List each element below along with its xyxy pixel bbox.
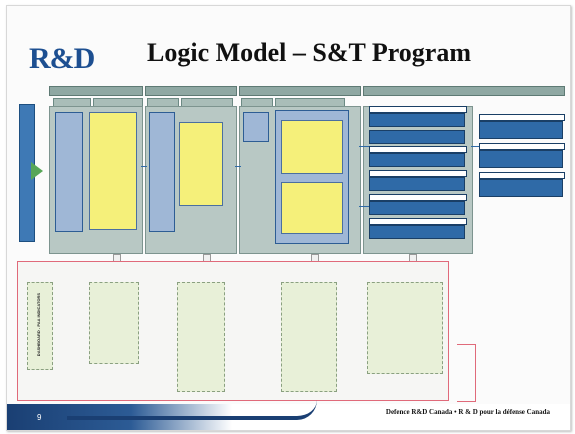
- column-header-outcomes: [363, 86, 565, 96]
- indicator-box-1: [89, 282, 139, 364]
- execution-outputs-box: [179, 122, 223, 206]
- logo-text: R&D: [29, 42, 95, 75]
- final-outcome-head-2: [479, 143, 565, 150]
- outcome-head-3: [369, 170, 467, 177]
- inputs-arrow: [31, 162, 43, 180]
- slide: R&D Logic Model – S&T Program: [6, 5, 571, 431]
- final-outcome-head-1: [479, 114, 565, 121]
- program-management-box: [55, 112, 83, 232]
- governance-outputs-box: [89, 112, 137, 230]
- execution-activity-box: [149, 112, 175, 232]
- security-outputs-box: [281, 182, 343, 234]
- column-header-execution: [145, 86, 237, 96]
- outcome-box-2: [369, 130, 465, 144]
- dashboard-bracket: [457, 344, 476, 402]
- column-header-mechanism: [239, 86, 361, 96]
- dashboard-label: DASHBOARD - PAA INDICATORS: [36, 293, 41, 357]
- column-header-governance: [49, 86, 143, 96]
- mechanism-activity-box: [243, 112, 269, 142]
- final-outcome-head-3: [479, 172, 565, 179]
- outcome-head-5: [369, 218, 467, 225]
- dashboard-label-box: DASHBOARD - PAA INDICATORS: [27, 282, 53, 370]
- outcome-box-3: [369, 153, 465, 167]
- indicator-box-3: [281, 282, 337, 392]
- outcome-box-1: [369, 113, 465, 127]
- connector-4: [359, 206, 369, 207]
- outcome-head-4: [369, 194, 467, 201]
- footer-swoosh: [67, 400, 317, 420]
- connector-5: [471, 146, 479, 147]
- indicator-box-4: [367, 282, 443, 374]
- logic-model-diagram: DASHBOARD - PAA INDICATORS: [17, 86, 565, 408]
- footer-text: Defence R&D Canada • R & D pour la défen…: [385, 408, 550, 416]
- final-outcome-box-1: [479, 121, 563, 139]
- final-outcome-box-3: [479, 179, 563, 197]
- outcome-box-5: [369, 201, 465, 215]
- page-number: 9: [37, 413, 42, 422]
- connector-2: [235, 166, 241, 167]
- final-outcome-box-2: [479, 150, 563, 168]
- capability-outputs-box: [281, 120, 343, 174]
- connector-1: [141, 166, 147, 167]
- outcome-head-2: [369, 146, 467, 153]
- outcome-box-6: [369, 225, 465, 239]
- page-title: Logic Model – S&T Program: [147, 38, 472, 67]
- outcome-head-1: [369, 106, 467, 113]
- indicator-box-2: [177, 282, 225, 392]
- outcome-box-4: [369, 177, 465, 191]
- connector-3: [359, 146, 369, 147]
- drdc-logo: R&D: [29, 36, 95, 80]
